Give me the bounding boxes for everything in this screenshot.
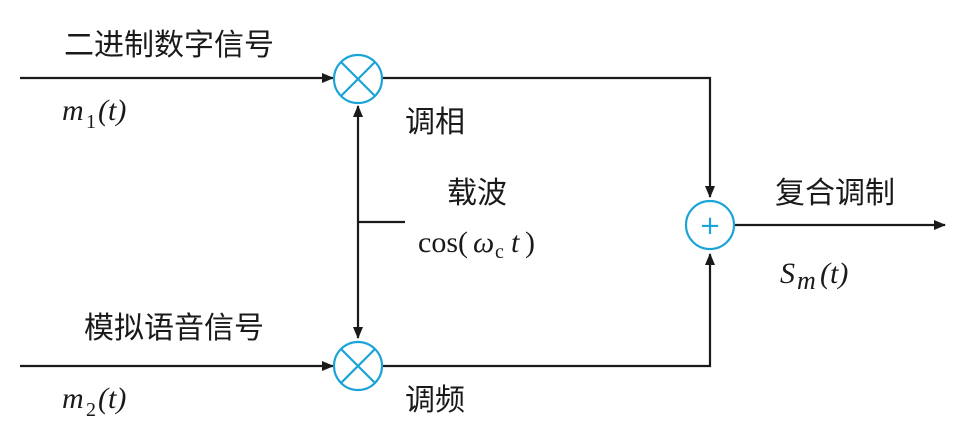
s-subscript: m	[797, 266, 816, 295]
m1-symbol: m	[62, 94, 84, 127]
m2-symbol: m	[62, 382, 84, 415]
s-symbol: S	[780, 257, 795, 290]
analog-voice-label: 模拟语音信号	[84, 311, 264, 346]
carrier-label: 载波	[447, 176, 507, 211]
phase-mod-output-line	[382, 76, 715, 198]
carrier-t: t	[511, 226, 520, 259]
carrier-omega: ω	[473, 226, 494, 259]
phase-mod-label: 调相	[405, 105, 465, 140]
freq-mod-output-line	[382, 253, 715, 368]
s-argument: (t)	[820, 257, 848, 290]
bottom-multiplier-node	[332, 340, 384, 392]
plus-symbol: +	[699, 211, 721, 241]
m1-argument: (t)	[98, 94, 126, 127]
carrier-cos: cos(	[418, 226, 468, 259]
carrier-close-paren: )	[525, 226, 535, 259]
freq-mod-label: 调频	[405, 383, 465, 418]
carrier-subscript: c	[495, 241, 504, 263]
m2-subscript: 2	[86, 399, 96, 421]
binary-signal-label: 二进制数字信号	[64, 28, 274, 63]
m1-subscript: 1	[86, 111, 96, 133]
composite-mod-label: 复合调制	[775, 176, 895, 211]
m2-argument: (t)	[98, 382, 126, 415]
top-multiplier-node	[332, 53, 384, 105]
adder-node: +	[684, 199, 736, 251]
